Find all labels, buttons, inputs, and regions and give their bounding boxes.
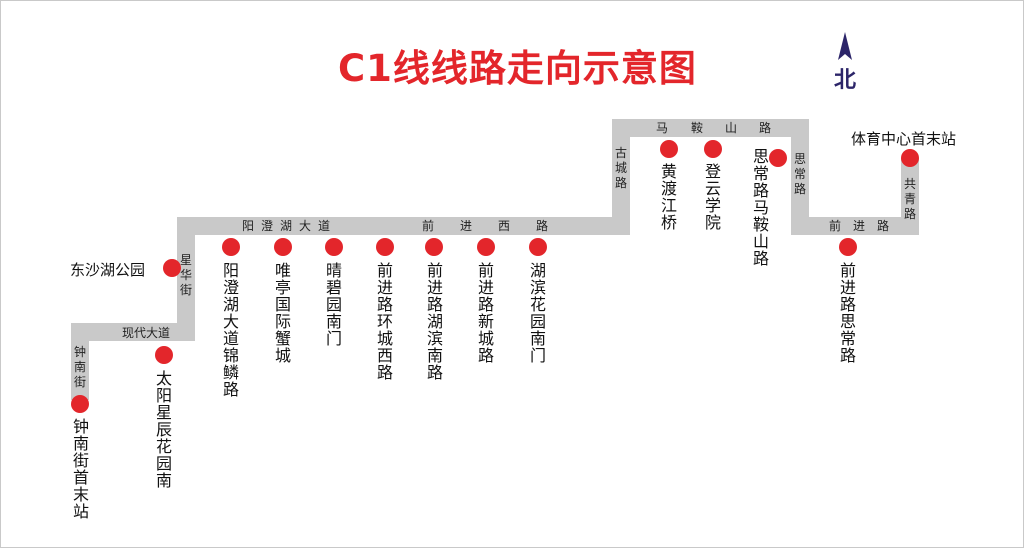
road-label-qianjinxi-4: 路 — [536, 219, 549, 233]
stop-dot-s12 — [704, 140, 722, 158]
road-label-qianjin-2: 进 — [853, 219, 866, 233]
road-label-yangcheng-1: 阳 — [242, 219, 255, 233]
stop-label-tiyuzhongxin: 体育中心首末站 — [851, 130, 957, 148]
stop-label-sichangmaan: 思常路马鞍山路 — [752, 147, 769, 268]
stop-dot-s11 — [660, 140, 678, 158]
north-arrow-icon — [838, 32, 852, 60]
stop-dot-s15 — [901, 149, 919, 167]
stop-dot-s5 — [274, 238, 292, 256]
road-label-yangcheng-3: 湖 — [280, 219, 293, 233]
stop-label-qingbiyuan: 晴碧园南门 — [325, 261, 342, 348]
stop-dot-s6 — [325, 238, 343, 256]
route-line — [71, 119, 919, 400]
road-label-zhongnan: 钟南街 — [73, 345, 86, 389]
road-label-maan-2: 鞍 — [691, 121, 704, 135]
road-label-maan-3: 山 — [725, 121, 738, 135]
stop-label-zhongnanjie: 钟南街首末站 — [72, 417, 89, 521]
road-label-yangcheng-4: 大 — [299, 219, 312, 233]
stop-dots — [71, 140, 919, 413]
stop-dot-s13 — [769, 149, 787, 167]
road-label-sichang: 思常路 — [793, 152, 806, 196]
stop-dot-s3 — [163, 259, 181, 277]
stop-label-qianjinsichang: 前进路思常路 — [839, 261, 856, 365]
road-label-qianjinxi-1: 前 — [422, 219, 435, 233]
stop-label-xiecheng: 唯亭国际蟹城 — [274, 261, 291, 365]
road-label-qianjin-1: 前 — [829, 219, 842, 233]
stop-label-huanchengxi: 前进路环城西路 — [376, 261, 393, 382]
map-title: C1线线路走向示意图 — [338, 47, 697, 90]
stop-dot-s9 — [477, 238, 495, 256]
road-label-qianjin-3: 路 — [877, 219, 890, 233]
stop-label-taiyangxingchen: 太阳星辰花园南 — [155, 369, 172, 490]
stop-label-hubinnan: 前进路湖滨南路 — [426, 261, 443, 382]
stop-label-hubinhuayuan: 湖滨花园南门 — [529, 261, 546, 365]
stop-dot-s7 — [376, 238, 394, 256]
stop-dot-s1 — [71, 395, 89, 413]
stop-label-dongshahu: 东沙湖公园 — [70, 261, 146, 279]
stop-label-dengyun: 登云学院 — [704, 162, 721, 232]
stop-dot-s2 — [155, 346, 173, 364]
road-label-maan-4: 路 — [759, 121, 772, 135]
stop-dot-s4 — [222, 238, 240, 256]
stop-label-xinchenglu: 前进路新城路 — [477, 261, 494, 365]
road-label-qianjinxi-2: 进 — [460, 219, 473, 233]
road-label-gongqing: 共青路 — [903, 177, 916, 221]
road-label-qianjinxi-3: 西 — [498, 219, 511, 233]
stop-dot-s14 — [839, 238, 857, 256]
road-label-xinghua: 星华街 — [179, 253, 192, 297]
stop-dot-s8 — [425, 238, 443, 256]
north-label: 北 — [834, 68, 857, 93]
stop-label-jinlinlu: 阳澄湖大道锦鳞路 — [222, 261, 239, 399]
road-label-xiandai: 现代大道 — [122, 326, 171, 340]
stop-label-huangdujiang: 黄渡江桥 — [660, 162, 677, 232]
stop-dot-s10 — [529, 238, 547, 256]
road-label-gucheng: 古城路 — [614, 146, 627, 190]
road-label-maan-1: 马 — [656, 121, 669, 135]
road-label-yangcheng-5: 道 — [318, 219, 331, 233]
road-label-yangcheng-2: 澄 — [261, 219, 274, 233]
